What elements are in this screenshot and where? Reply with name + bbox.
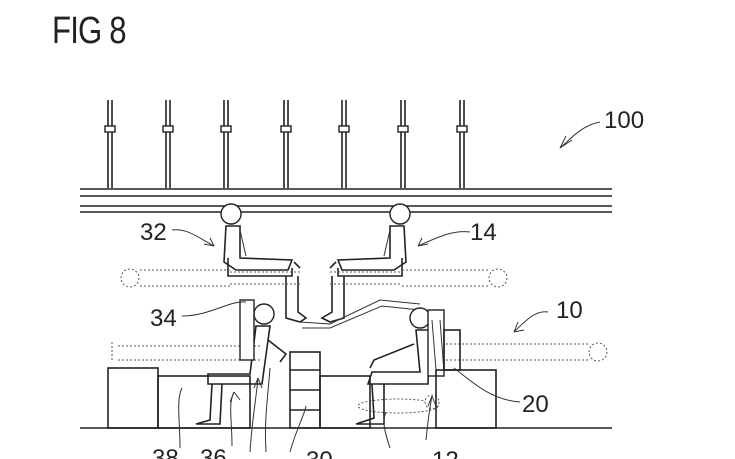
upper-deck-beam bbox=[80, 188, 612, 213]
upper-lying-passengers bbox=[120, 268, 508, 288]
deck-connection-lines bbox=[299, 299, 421, 329]
ref-10: 10 bbox=[556, 297, 583, 324]
figure-title: FIG 8 bbox=[52, 10, 127, 52]
ref-20: 20 bbox=[522, 391, 549, 418]
ref-32: 32 bbox=[140, 219, 167, 246]
ref-34: 34 bbox=[150, 305, 177, 332]
ref-36: 36 bbox=[200, 445, 227, 459]
ref-100: 100 bbox=[604, 107, 644, 134]
ref-14: 14 bbox=[470, 219, 497, 246]
ref-12: 12 bbox=[432, 447, 459, 459]
upper-seated-passenger-left bbox=[220, 203, 308, 323]
ref-38: 38 bbox=[152, 445, 179, 459]
upper-seated-passenger-right bbox=[320, 203, 411, 323]
ceiling-rods bbox=[104, 100, 468, 188]
leader-lines bbox=[171, 121, 601, 453]
reference-labels: 100 32 14 34 10 20 38 36 30 12 bbox=[140, 107, 644, 459]
lower-seated-passenger-right bbox=[355, 307, 445, 425]
lower-seated-passenger-left bbox=[195, 299, 288, 425]
ref-30: 30 bbox=[306, 447, 333, 459]
lower-lying-passengers bbox=[111, 342, 608, 414]
